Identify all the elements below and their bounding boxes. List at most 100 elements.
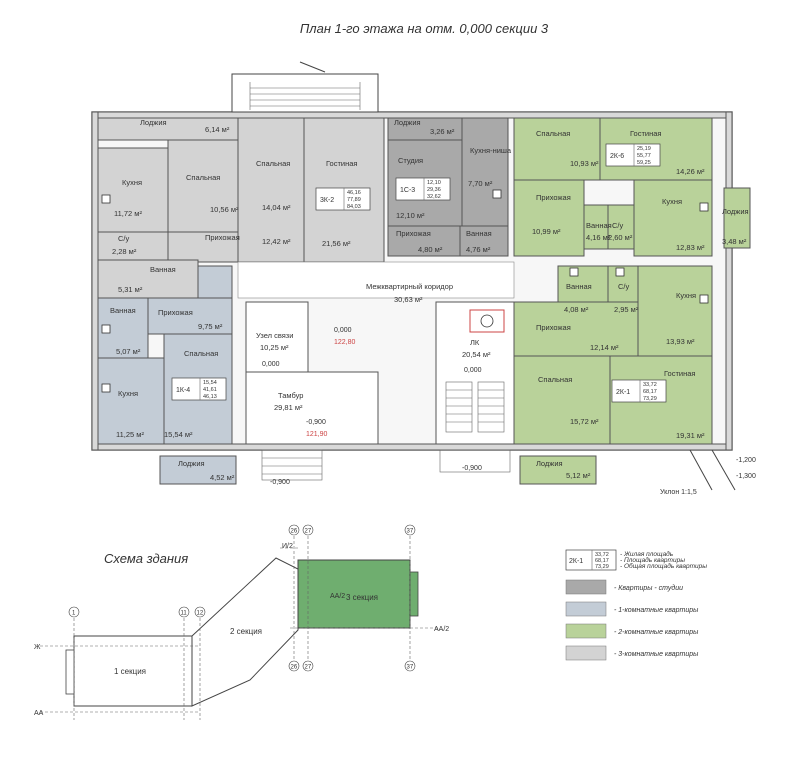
room-label: С/у — [118, 234, 130, 243]
axis-26: 26 — [291, 529, 298, 535]
room-label: Гостиная — [630, 129, 661, 138]
apartment-box-1c3: 1С-3 12,10 29,36 32,62 — [395, 177, 451, 201]
axis-11: 11 — [181, 611, 188, 617]
room-corridor — [237, 261, 515, 299]
room-area: 2,95 м² — [614, 305, 639, 314]
room-area: 11,25 м² — [116, 430, 144, 439]
room-loggia-5 — [159, 455, 237, 485]
level-mark: 0,000 — [334, 327, 352, 334]
apartment-total: 59,25 — [637, 160, 651, 166]
room-area: 7,70 м² — [468, 179, 493, 188]
room-bedroom-1 — [167, 139, 239, 233]
room-area: 20,54 м² — [462, 350, 491, 359]
section-3-label: 3 секция — [346, 593, 378, 602]
room-comm-node — [245, 301, 309, 373]
top-entrance-steps — [249, 82, 361, 110]
room-area: 15,54 м² — [164, 430, 193, 439]
room-area: 12,14 м² — [590, 343, 619, 352]
room-kitchen-niche — [461, 117, 509, 227]
room-label: Ванная — [150, 265, 176, 274]
room-area: 11,72 м² — [114, 209, 142, 218]
room-area: 5,31 м² — [118, 285, 143, 294]
schema-title: Схема здания — [104, 551, 188, 566]
axis-aa: АА — [34, 710, 44, 717]
apartment-code: 2К-6 — [610, 153, 624, 160]
room-kitchen-5 — [97, 357, 165, 445]
room-area: 12,42 м² — [262, 237, 291, 246]
room-area: 9,75 м² — [198, 322, 223, 331]
apartment-total: 84,03 — [347, 204, 361, 210]
room-label: Гостиная — [664, 369, 695, 378]
room-bath-1 — [97, 259, 199, 299]
room-label: Кухня — [676, 291, 696, 300]
room-area: 5,07 м² — [116, 347, 141, 356]
room-label: Кухня — [118, 389, 138, 398]
apartment-code: 3К-2 — [320, 197, 334, 204]
axis-27-bottom: 27 — [305, 665, 312, 671]
apartment-box-1k4: 1К-4 15,54 41,61 46,13 — [171, 377, 227, 401]
room-label: ЛК — [470, 338, 480, 347]
level-mark: -0,900 — [270, 479, 290, 486]
legend-swatch-3room — [565, 645, 607, 661]
top-entrance — [231, 73, 379, 113]
room-label: Студия — [398, 156, 423, 165]
wall-right — [725, 111, 733, 451]
axis-37-bottom: 37 — [407, 665, 414, 671]
room-bath-4 — [557, 265, 609, 303]
slope-label: Уклон 1:1,5 — [660, 489, 697, 496]
level-mark: -0,900 — [462, 465, 482, 472]
section-3 — [297, 559, 411, 629]
level-mark: -0,900 — [306, 419, 326, 426]
room-label: Прихожая — [158, 308, 193, 317]
level-mark-red: 121,90 — [306, 431, 328, 438]
level-mark: -1,200 — [736, 457, 756, 464]
room-area: 10,56 м² — [210, 205, 239, 214]
level-mark: -1,300 — [736, 473, 756, 480]
room-vestibule — [245, 371, 379, 445]
room-label: Спальная — [256, 159, 290, 168]
axis-i2: И/2 — [282, 543, 293, 550]
room-label: Узел связи — [256, 331, 293, 340]
room-area: 4,80 м² — [418, 245, 443, 254]
apartment-box-2k6: 2К-6 25,19 55,77 59,25 — [605, 143, 661, 167]
room-extra-5 — [197, 265, 233, 299]
wall-bottom — [91, 443, 733, 451]
room-area: 12,10 м² — [396, 211, 425, 220]
room-bedroom-3 — [513, 117, 601, 181]
room-label: Лоджия — [178, 459, 205, 468]
stair-flights — [445, 381, 505, 433]
apartment-living: 33,72 — [643, 382, 657, 388]
room-label: Лоджия — [722, 207, 749, 216]
room-label: Прихожая — [396, 229, 431, 238]
room-area: 10,25 м² — [260, 343, 289, 352]
room-label: Спальная — [186, 173, 220, 182]
room-area: 4,16 м² — [586, 233, 611, 242]
room-kitchen-1 — [97, 147, 169, 233]
legend: 2К-1 33,72 68,17 73,29 - Жилая площадь -… — [565, 549, 707, 661]
legend-item: - 3-комнатные квартиры — [614, 651, 699, 658]
apartment-total: 46,13 — [203, 394, 217, 400]
room-label: Спальная — [536, 129, 570, 138]
room-label: Прихожая — [536, 193, 571, 202]
apartment-living: 12,10 — [427, 180, 441, 186]
room-label: С/у — [618, 282, 630, 291]
legend-swatch-1room — [565, 601, 607, 617]
apartment-area: 41,61 — [203, 387, 217, 393]
room-label: Ванная — [466, 229, 492, 238]
apartment-code: 1С-3 — [400, 187, 415, 194]
room-label: Спальная — [538, 375, 572, 384]
room-area: 29,81 м² — [274, 403, 303, 412]
room-area: 14,04 м² — [262, 203, 291, 212]
apartment-area: 29,36 — [427, 187, 441, 193]
apartment-area: 77,89 — [347, 197, 361, 203]
axis-27: 27 — [305, 529, 312, 535]
room-area: 15,72 м² — [570, 417, 599, 426]
room-label: Межквартирный коридор — [366, 282, 453, 291]
plan-title: План 1-го этажа на отм. 0,000 секции 3 — [300, 21, 549, 36]
legend-desc: - Жилая площадь — [620, 550, 674, 558]
legend-value: 33,72 — [595, 552, 609, 558]
apartment-code: 1К-4 — [176, 387, 190, 394]
legend-desc: - Общая площадь квартиры — [620, 562, 707, 570]
room-area: 2,28 м² — [112, 247, 137, 256]
